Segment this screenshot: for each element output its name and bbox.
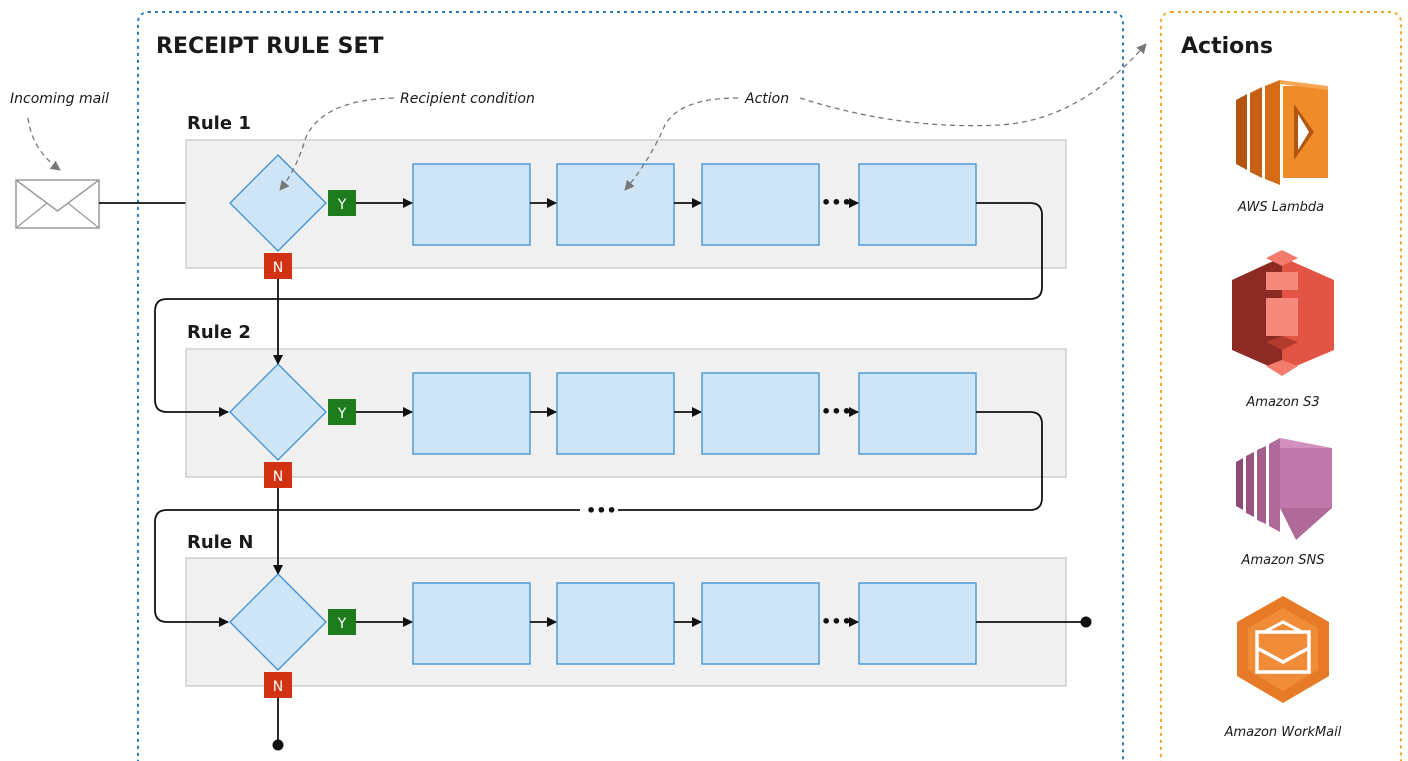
- amazon-sns-icon: [1236, 438, 1332, 540]
- rule-n-no-terminal: [272, 739, 284, 751]
- rule-1-label: Rule 1: [187, 113, 251, 134]
- actions-title: Actions: [1181, 34, 1273, 59]
- rule-n-yes-badge: [328, 609, 356, 635]
- action-label: Action: [744, 91, 789, 107]
- incoming-mail-pointer: [27, 117, 61, 171]
- rule-n-condition-diamond: [229, 573, 327, 671]
- rule-1-yes-text: Y: [337, 197, 347, 213]
- action-pointer: [624, 97, 739, 191]
- amazon-workmail-label: Amazon WorkMail: [1224, 725, 1342, 740]
- rule-n-no-badge: [264, 672, 292, 698]
- rule-1-action-last: [858, 163, 977, 246]
- action-to-services-pointer: [799, 43, 1147, 127]
- rule-2-no-text: N: [273, 469, 283, 485]
- envelope-icon: [15, 179, 100, 229]
- rule-2-yes-badge: [328, 399, 356, 425]
- rule-n-action-3: [701, 582, 820, 665]
- rule-2-condition-diamond: [229, 363, 327, 461]
- rule-2-to-rule-n-connector-a: [618, 411, 1043, 511]
- amazon-workmail-icon: [1237, 596, 1329, 703]
- rule-n-action-2: [556, 582, 675, 665]
- rule-2-action-3: [701, 372, 820, 455]
- rule-1-action-2: [556, 163, 675, 246]
- rule-1-no-text: N: [273, 260, 283, 276]
- rule-1-yes-badge: [328, 190, 356, 216]
- rule-n-label: Rule N: [187, 532, 253, 553]
- rule-n-end-terminal: [1080, 616, 1092, 628]
- rule-n-more-actions: •••: [821, 612, 852, 631]
- rule-n-action-1: [412, 582, 531, 665]
- rule-2-action-2: [556, 372, 675, 455]
- rule-n-action-last: [858, 582, 977, 665]
- rules-ellipsis: •••: [586, 501, 617, 520]
- rule-n-yes-text: Y: [337, 616, 347, 632]
- rule-2-action-1: [412, 372, 531, 455]
- rule-2-more-actions: •••: [821, 402, 852, 421]
- amazon-s3-icon: [1232, 250, 1334, 376]
- aws-lambda-label: AWS Lambda: [1237, 200, 1324, 215]
- rule-2-to-rule-n-connector-b: [154, 509, 580, 627]
- rule-2-label: Rule 2: [187, 322, 251, 343]
- rule-1-condition-diamond: [229, 154, 327, 252]
- amazon-sns-label: Amazon SNS: [1241, 553, 1325, 568]
- rule-set-title: RECEIPT RULE SET: [156, 34, 384, 59]
- amazon-s3-label: Amazon S3: [1245, 395, 1319, 410]
- recipient-condition-label: Recipient condition: [400, 91, 535, 107]
- rule-1-action-1: [412, 163, 531, 246]
- rule-2-yes-text: Y: [337, 406, 347, 422]
- incoming-mail-label: Incoming mail: [10, 91, 109, 107]
- actions-container: [1160, 11, 1402, 761]
- rule-1-no-badge: [264, 253, 292, 279]
- rule-1-to-rule-2-connector: [154, 202, 1043, 417]
- rule-2-no-badge: [264, 462, 292, 488]
- rule-n-no-text: N: [273, 679, 283, 695]
- rule-1-more-actions: •••: [821, 193, 852, 212]
- aws-lambda-icon: [1236, 80, 1328, 185]
- rule-2-action-last: [858, 372, 977, 455]
- recipient-condition-pointer: [279, 97, 395, 191]
- rule-1-action-3: [701, 163, 820, 246]
